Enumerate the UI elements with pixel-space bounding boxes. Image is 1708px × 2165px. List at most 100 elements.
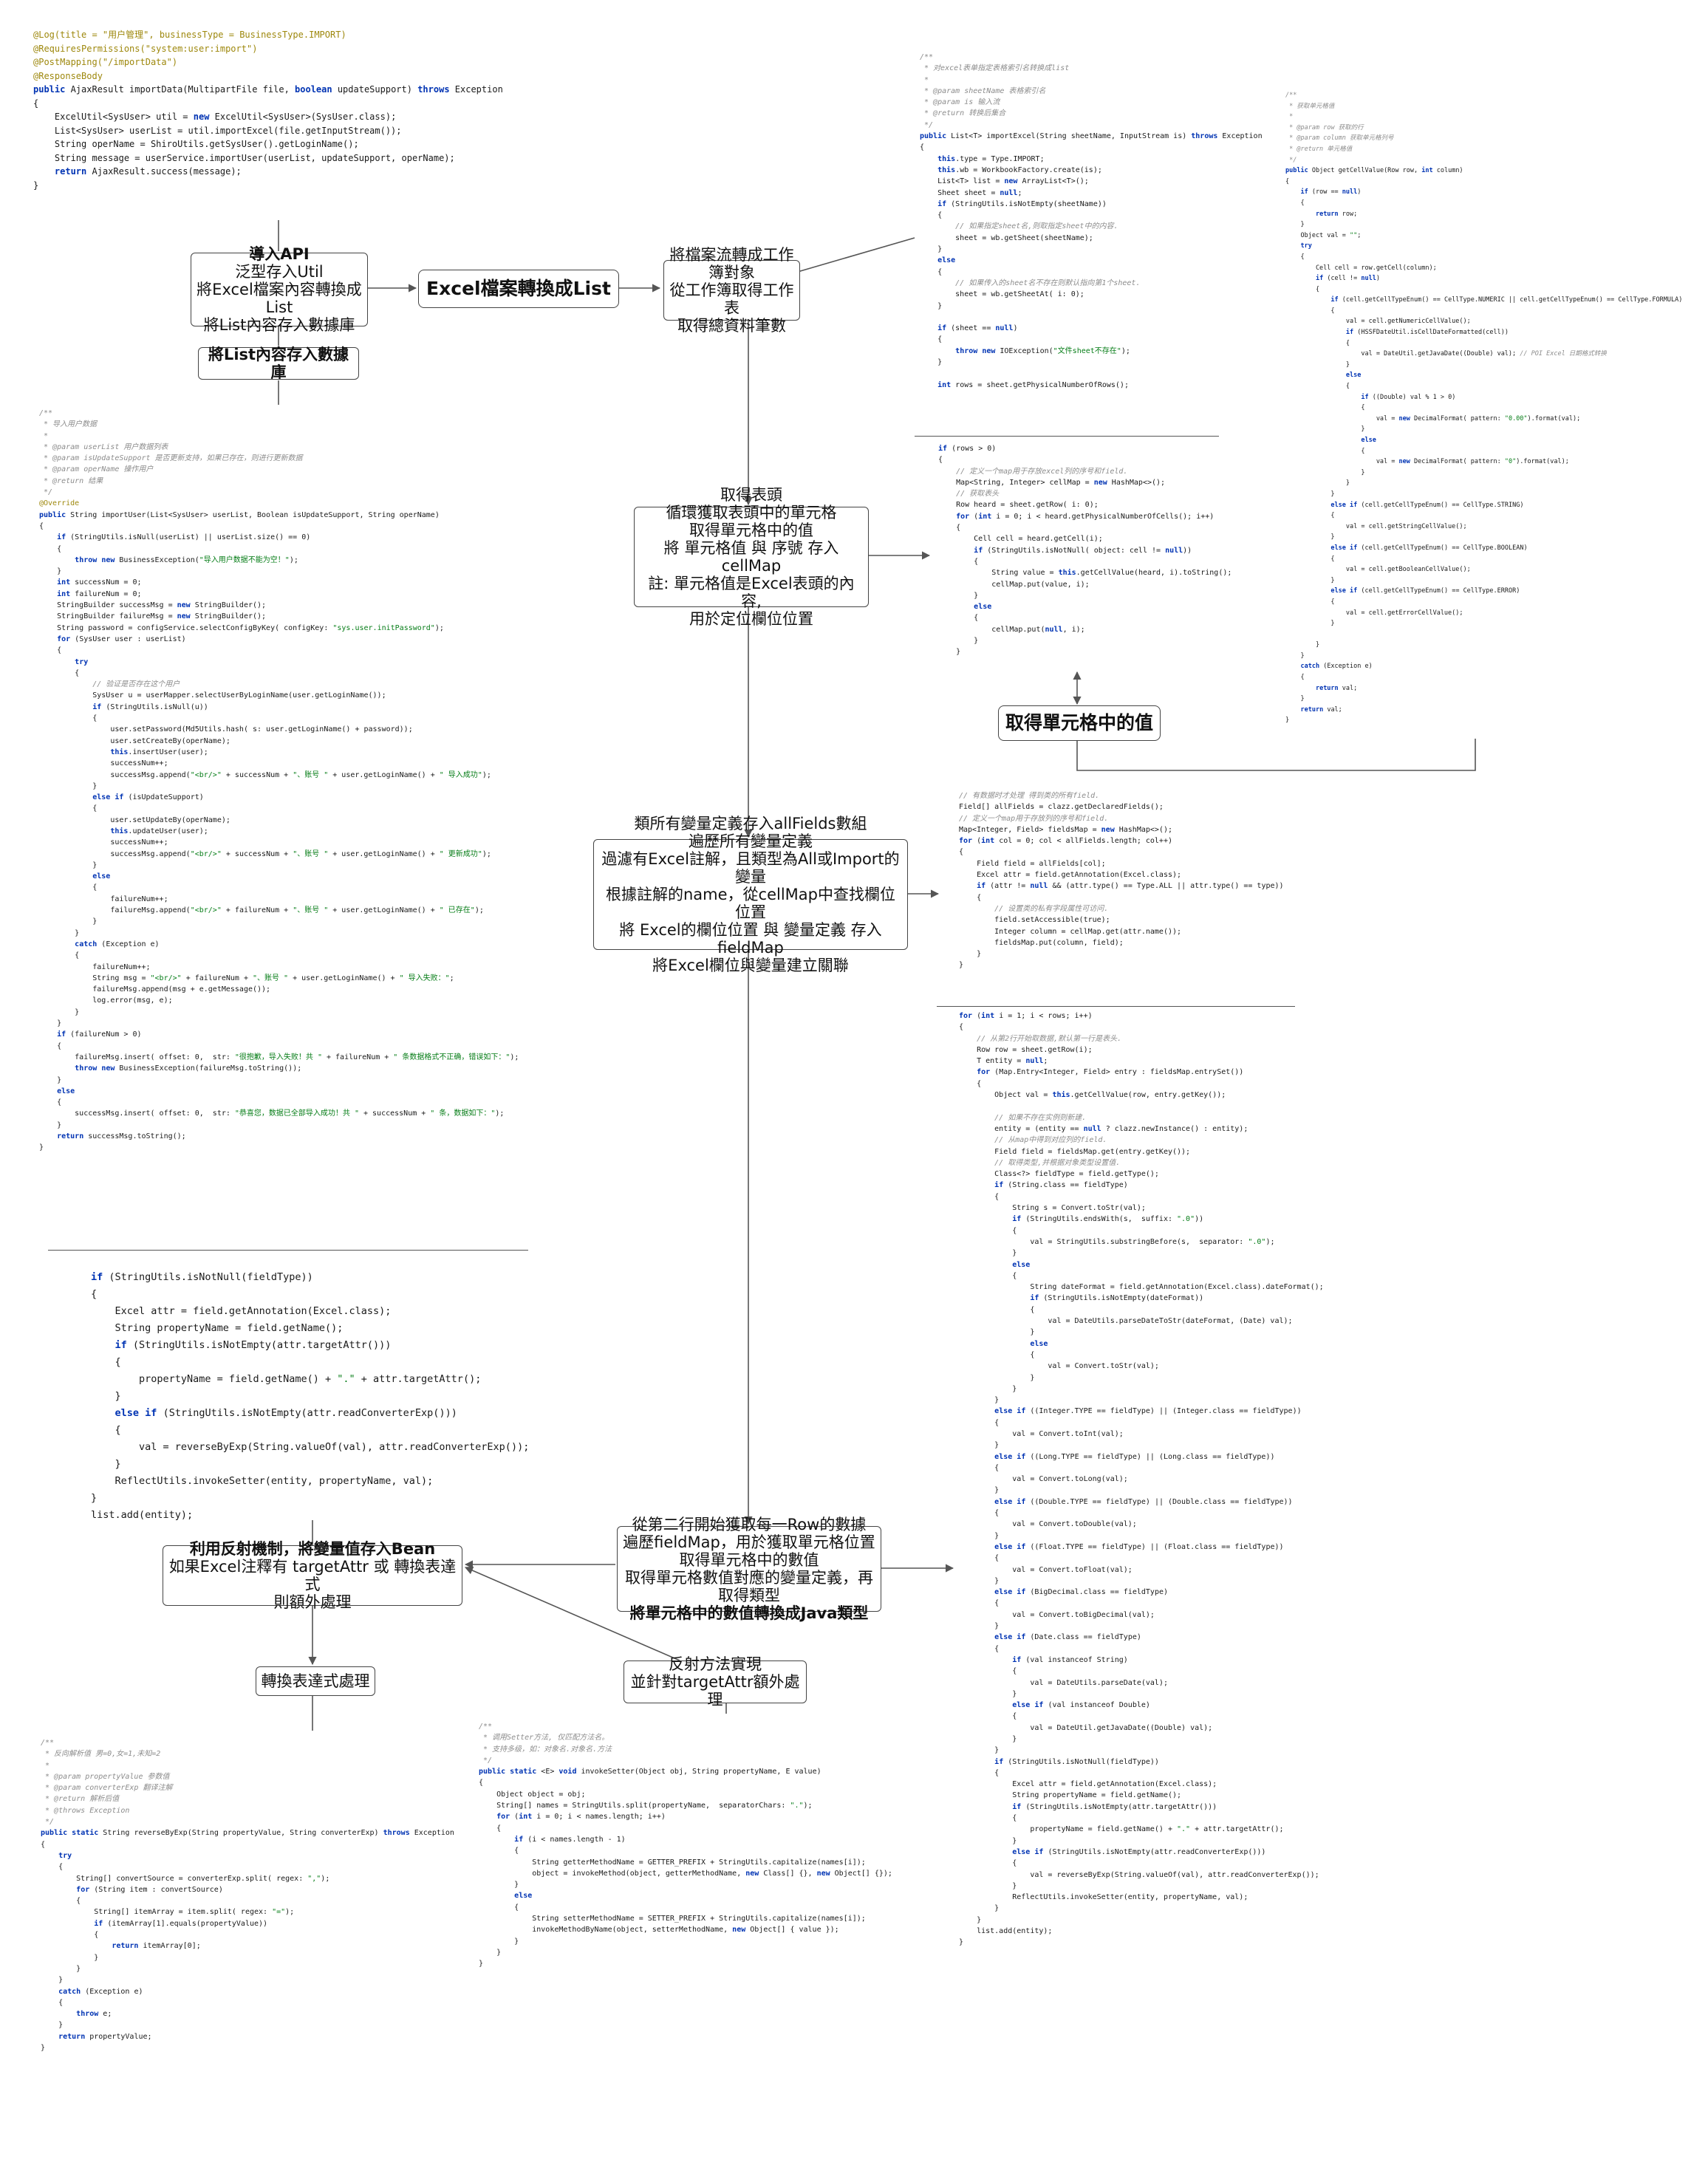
code-line: Map<Integer, Field> fieldsMap = new Hash… — [959, 825, 1172, 834]
code-line: else if ((Integer.TYPE == fieldType) || … — [994, 1407, 1302, 1416]
code-line: if (StringUtils.isNotNull(fieldType)) — [994, 1757, 1159, 1766]
code-line: { — [1285, 339, 1350, 347]
code-line: { — [41, 1863, 64, 1872]
code-line: @Log(title = "用户管理", businessType = Busi… — [33, 30, 346, 40]
code-line: Object val = this.getCellValue(row, entr… — [959, 1091, 1226, 1100]
code-line: { — [91, 1424, 121, 1436]
code-line: if (StringUtils.isNull(userList) || user… — [57, 533, 311, 542]
code-line: if (rows > 0) — [938, 445, 997, 453]
code-line: public List<T> importExcel(String sheetN… — [920, 132, 1263, 141]
code-line: for (SysUser user : userList) — [57, 635, 186, 643]
code-line: if (StringUtils.isNotEmpty(dateFormat)) — [1030, 1294, 1204, 1303]
node-text-line: 取得表頭 — [720, 486, 782, 504]
code-line: } — [41, 2044, 46, 2053]
code-line: } — [938, 637, 979, 646]
code-line: } — [959, 1746, 1000, 1755]
code-line: { — [959, 1463, 1000, 1472]
code-line: int failureNum = 0; — [57, 589, 142, 598]
code-line: for (int i = 0; i < heard.getPhysicalNum… — [956, 512, 1215, 521]
code-line: */ — [920, 120, 934, 129]
code-line: val = Convert.toLong(val); — [959, 1475, 1128, 1484]
code-line: Cell cell = row.getCell(column); — [1285, 264, 1437, 272]
code-line: val = DateUtils.parseDate(val); — [959, 1678, 1168, 1687]
code-line: } — [39, 1008, 80, 1016]
code-line: { — [938, 524, 961, 533]
code-line: { — [1285, 285, 1320, 293]
code-line: // 定义一个map用于存放excel列的序号和field. — [938, 467, 1128, 476]
code-header-map: if (rows > 0) { // 定义一个map用于存放excel列的序号和f… — [938, 443, 1232, 658]
code-line: { — [920, 211, 943, 220]
code-line: else if (cell.getCellTypeEnum() == CellT… — [1330, 587, 1520, 595]
code-line: Excel attr = field.getAnnotation(Excel.c… — [959, 1780, 1217, 1789]
code-line: if (String.class == fieldType) — [994, 1181, 1128, 1190]
code-line: */ — [39, 488, 53, 497]
node-text-line: 如果Excel注釋有 targetAttr 或 轉換表達式 — [168, 1558, 457, 1593]
code-line: failureMsg.append("<br/>" + failureNum +… — [39, 906, 484, 915]
code-line: { — [959, 1599, 1000, 1608]
code-line: } — [1285, 360, 1350, 369]
code-line: // 如果指定sheet名,则取指定sheet中的内容. — [920, 222, 1118, 231]
code-import-user: /** * 导入用户数据 * * @param userList 用户数据列表 … — [39, 408, 519, 1154]
code-line: return itemArray[0]; — [112, 1942, 201, 1951]
code-line: { — [1285, 307, 1335, 315]
code-line: cellMap.put(null, i); — [938, 625, 1085, 634]
code-line: * 对excel表单指定表格索引名转换成list — [920, 64, 1070, 73]
code-line: sheet = wb.getSheet(sheetName); — [920, 233, 1093, 242]
code-line: } — [39, 567, 62, 576]
code-line: } — [91, 1390, 121, 1402]
node-text-line: 將List內容存入數據庫 — [208, 346, 349, 381]
code-line: Integer column = cellMap.get(attr.name()… — [959, 927, 1182, 936]
code-line: { — [479, 1779, 484, 1788]
node-text-line: 註: 單元格值是Excel表頭的內容, — [648, 575, 855, 610]
code-line: } — [41, 1976, 64, 1985]
node-text-line: 取得單元格中的值 — [689, 521, 813, 539]
code-line: } — [920, 358, 943, 367]
code-line: { — [33, 98, 39, 109]
code-line: String[] itemArray = item.split( regex: … — [41, 1908, 295, 1917]
code-line: else — [1012, 1260, 1031, 1269]
code-line: Excel attr = field.getAnnotation(Excel.c… — [959, 871, 1182, 880]
code-line: int rows = sheet.getPhysicalNumberOfRows… — [937, 380, 1129, 389]
code-line: } — [1285, 716, 1290, 725]
connector-cell-to-getter — [1076, 739, 1476, 771]
code-line: else if (cell.getCellTypeEnum() == CellT… — [1330, 501, 1524, 509]
code-line: entity = (entity == null ? clazz.newInst… — [959, 1124, 1248, 1133]
code-line: { — [959, 1509, 1000, 1518]
code-line: user.setCreateBy(operName); — [39, 736, 230, 745]
code-line: val = Convert.toBigDecimal(val); — [959, 1610, 1155, 1619]
code-line: public static String reverseByExp(String… — [41, 1829, 454, 1838]
code-line: } — [959, 1384, 1017, 1393]
code-line: { — [959, 1644, 1000, 1653]
code-get-cell-value: /** * 获取单元格值 * * @param row 获取的行 * @para… — [1285, 90, 1682, 726]
node-text-line: 將單元格中的數值轉換成Java類型 — [629, 1604, 869, 1622]
code-line: } — [959, 961, 964, 970]
code-line: { — [1285, 555, 1335, 563]
code-line: { — [39, 883, 98, 892]
code-line: /** — [1285, 92, 1297, 99]
code-line: } — [39, 861, 98, 869]
code-line: if (StringUtils.isNotEmpty(attr.targetAt… — [1012, 1802, 1217, 1811]
code-line: Sheet sheet = null; — [920, 188, 1022, 197]
code-line: { — [39, 521, 44, 530]
code-line: } — [39, 781, 98, 790]
code-line: this.wb = WorkbookFactory.create(is); — [937, 165, 1102, 174]
code-line: ​ — [920, 312, 1263, 323]
code-line: } — [39, 1019, 62, 1028]
code-line: } — [959, 1396, 1000, 1405]
code-line: val = DateUtils.parseDateToStr(dateForma… — [959, 1317, 1293, 1326]
code-line: { — [1285, 674, 1305, 682]
code-line: invokeMethodByName(object, setterMethodN… — [479, 1926, 839, 1935]
code-line: this.insertUser(user); — [110, 748, 208, 756]
code-line: else — [1345, 372, 1362, 380]
code-line: List<SysUser> userList = util.importExce… — [33, 125, 402, 136]
code-line: if (StringUtils.isNotNull( object: cell … — [974, 546, 1192, 555]
code-line: } — [959, 1836, 1017, 1845]
code-line: failureMsg.append(msg + e.getMessage()); — [39, 985, 271, 994]
code-line: user.setPassword(Md5Utils.hash( s: user.… — [39, 725, 413, 734]
code-line: { — [959, 848, 964, 857]
code-line: } — [959, 1249, 1017, 1258]
code-line: { — [959, 1023, 964, 1032]
code-line: String message = userService.importUser(… — [33, 152, 455, 163]
code-line: Object val = ""; — [1285, 231, 1362, 239]
